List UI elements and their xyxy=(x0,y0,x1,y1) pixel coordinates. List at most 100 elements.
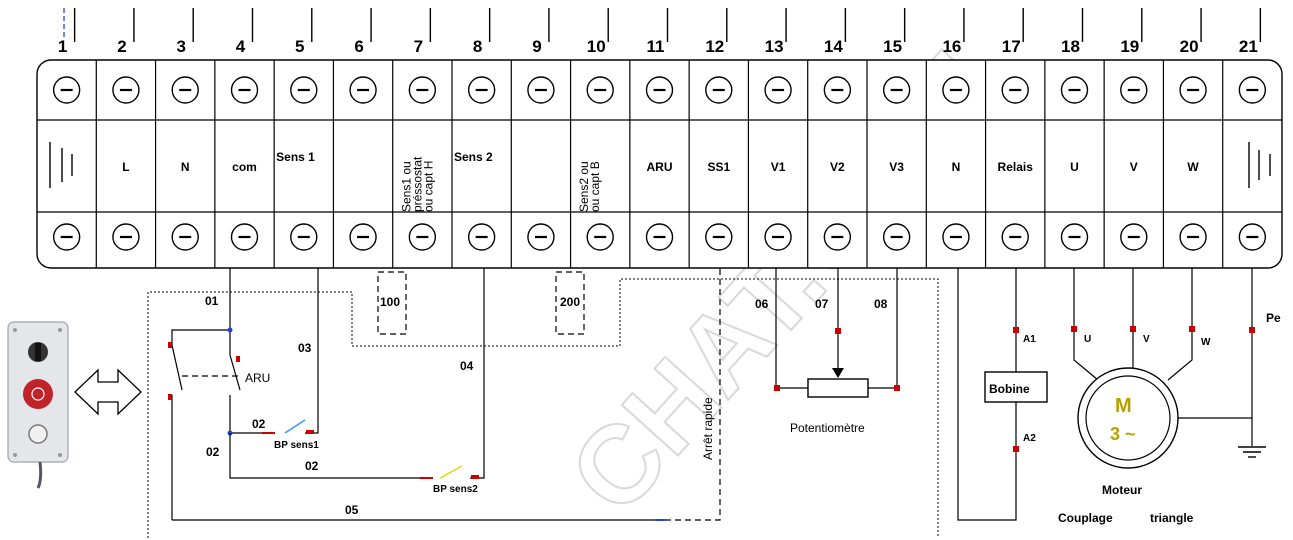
wire-label-05: 05 xyxy=(345,503,359,517)
terminal-ticks xyxy=(73,8,1262,42)
coil-terminal-a2 xyxy=(1013,446,1019,452)
screw-icon xyxy=(290,223,318,251)
couplage-label: Couplage xyxy=(1058,511,1113,525)
terminal-number: 15 xyxy=(883,37,902,56)
terminal-label: ARU xyxy=(647,160,673,174)
screw-icon xyxy=(1001,76,1029,104)
bp-sens2-contact xyxy=(439,465,463,479)
terminal-number: 2 xyxy=(117,37,126,56)
screw-icon xyxy=(1238,223,1267,251)
bobine-label: Bobine xyxy=(989,382,1030,396)
terminal-number: 8 xyxy=(473,37,482,56)
potentiometer-body xyxy=(807,378,869,398)
wire-02-bp2 xyxy=(229,433,420,479)
wire-08 xyxy=(868,268,898,389)
coil-terminal-a1 xyxy=(1013,327,1019,333)
aru-contact-right xyxy=(229,354,241,391)
box-200 xyxy=(555,271,585,335)
screw-icon xyxy=(1179,76,1207,104)
dotted-enclosure xyxy=(147,278,939,538)
terminal-label: U xyxy=(1070,160,1079,174)
screw-icon xyxy=(112,223,140,251)
terminal-number: 6 xyxy=(354,37,363,56)
terminal-label: V1 xyxy=(771,160,786,174)
screw-icon xyxy=(645,223,674,251)
motor-v-label: V xyxy=(1143,334,1150,345)
bp-sens2-terminal-b xyxy=(471,475,479,479)
screw-icon xyxy=(52,76,81,104)
aru-terminal-b xyxy=(168,394,172,400)
screw-icon xyxy=(112,76,140,104)
screw-icon xyxy=(1060,223,1089,251)
wire-label-07: 07 xyxy=(815,297,829,311)
wire-motor-w xyxy=(1167,268,1193,381)
screw-icon xyxy=(467,76,496,104)
wire-aru-top xyxy=(171,329,230,345)
wire-label-02b: 02 xyxy=(206,445,220,459)
earth-ground-icon xyxy=(1238,446,1266,458)
wire-neutral-coil xyxy=(957,268,1017,521)
wire-04 xyxy=(470,268,485,479)
motor-m: M xyxy=(1115,395,1132,417)
motor-terminal-w xyxy=(1189,326,1195,332)
terminal-number: 14 xyxy=(824,37,843,56)
terminal-number: 7 xyxy=(414,37,423,56)
terminal-label: Relais xyxy=(998,160,1034,174)
bp-sens1-contact xyxy=(284,419,306,434)
box-100 xyxy=(377,271,407,335)
control-box-icon xyxy=(7,321,69,489)
wiper-arrow xyxy=(832,368,844,378)
wire-motor-u xyxy=(1073,268,1099,381)
screw-icon xyxy=(171,76,199,104)
motor-u-label: U xyxy=(1084,334,1091,345)
bp-sens1-label: BP sens1 xyxy=(274,440,319,451)
screw-icon xyxy=(764,76,792,104)
screw-icon xyxy=(645,76,674,104)
screw-icon xyxy=(52,223,81,251)
motor-terminal-v xyxy=(1130,326,1136,332)
screw-icon xyxy=(467,223,496,251)
motor-3phase: 3 ~ xyxy=(1110,424,1136,444)
screw-icon xyxy=(1060,76,1089,104)
pot-terminal-08 xyxy=(894,385,900,391)
box-200-label: 200 xyxy=(560,295,580,309)
a1-label: A1 xyxy=(1023,334,1036,345)
screw-icon xyxy=(586,76,614,104)
screw-icon xyxy=(349,223,377,251)
terminal-number: 21 xyxy=(1239,37,1258,56)
screw-icon xyxy=(942,223,970,251)
screw-icon xyxy=(171,223,199,251)
moteur-label: Moteur xyxy=(1102,483,1142,497)
pot-terminal-07 xyxy=(835,328,841,334)
aru-label: ARU xyxy=(245,371,270,385)
bp-sens1-terminal-b xyxy=(306,430,314,434)
junction-01 xyxy=(227,327,233,333)
wire-label-01: 01 xyxy=(205,294,219,308)
terminal-number: 17 xyxy=(1002,37,1021,56)
box-100-label: 100 xyxy=(380,295,400,309)
terminal-number: 5 xyxy=(295,37,304,56)
aru-terminal-a xyxy=(168,342,172,348)
terminal-number: 13 xyxy=(765,37,784,56)
terminal-number: 19 xyxy=(1120,37,1139,56)
potentiometre-label: Potentiomètre xyxy=(790,421,865,435)
double-arrow-icon xyxy=(74,368,142,416)
terminal-number: 18 xyxy=(1061,37,1080,56)
screw-icon xyxy=(290,76,318,104)
terminal-label: com xyxy=(232,160,257,174)
motor-terminal-u xyxy=(1071,326,1077,332)
terminal-label: SS1 xyxy=(707,160,730,174)
terminal-label: W xyxy=(1187,160,1199,174)
ground-symbol-right xyxy=(1248,142,1271,188)
screw-icon xyxy=(1120,223,1148,251)
terminal-label-rotated: Sens1 oupréssostatou capt H xyxy=(399,156,435,212)
arret-rapide-link xyxy=(665,268,721,521)
arret-rapide-label: Arrêt rapide xyxy=(701,397,715,460)
terminal-number: 16 xyxy=(942,37,961,56)
screw-icon xyxy=(942,76,970,104)
terminal-number: 4 xyxy=(236,37,246,56)
wire-label-02c: 02 xyxy=(305,459,319,473)
screw-icon xyxy=(230,223,259,251)
terminal-label: L xyxy=(122,160,129,174)
